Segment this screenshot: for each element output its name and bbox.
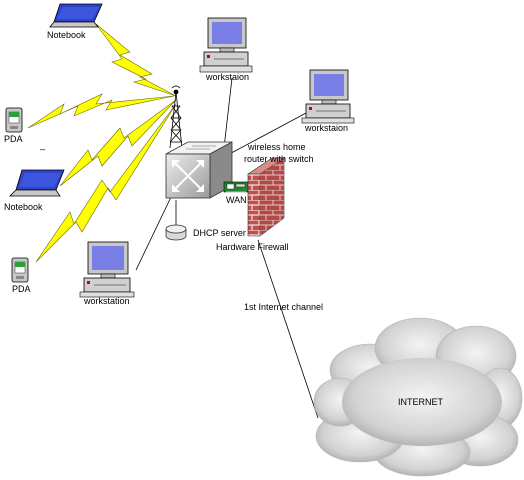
line-firewall-internet: [257, 239, 319, 419]
label-internet: INTERNET: [398, 397, 444, 407]
label-workstation-right: workstaion: [304, 123, 348, 133]
notebook-icon: [49, 3, 103, 28]
notebook-icon: [9, 169, 65, 197]
hardware-firewall-icon: [247, 157, 285, 237]
label-router-line2: router with switch: [244, 154, 314, 164]
workstation-icon: [301, 69, 355, 124]
wan-module-icon: [223, 181, 249, 193]
label-notebook-top: Notebook: [47, 30, 86, 40]
line-workstation-right-router: [221, 111, 309, 159]
router-switch-icon: [165, 141, 233, 199]
antenna-tower-icon: [169, 85, 183, 149]
label-dash: _: [39, 140, 46, 150]
lightning-bolt-pda-bottom: [35, 103, 177, 263]
label-router-line1: wireless home: [247, 142, 306, 152]
internet-cloud-icon: [313, 317, 523, 477]
label-pda-top: PDA: [4, 134, 23, 144]
lightning-bolt-pda-top: [27, 93, 175, 129]
lightning-bolt-notebook-top: [95, 23, 177, 97]
label-dhcp-server: DHCP server: [193, 228, 246, 238]
label-wan: WAN: [226, 195, 247, 205]
dhcp-server-icon: [165, 224, 187, 241]
label-hardware-firewall: Hardware Firewall: [216, 242, 289, 252]
label-workstation-top: workstaion: [205, 72, 249, 82]
lightning-bolt-notebook-mid: [59, 99, 177, 187]
pda-icon: [11, 257, 29, 283]
pda-icon: [5, 107, 23, 133]
line-workstation-bottom-router: [135, 194, 173, 271]
label-notebook-mid: Notebook: [4, 202, 43, 212]
workstation-icon: [79, 241, 135, 298]
wireless-links: [27, 23, 177, 263]
connection-lines: [135, 77, 319, 419]
label-internet-channel: 1st Internet channel: [244, 302, 323, 312]
label-pda-bottom: PDA: [12, 284, 31, 294]
line-workstation-top-router: [223, 77, 233, 149]
workstation-icon: [199, 17, 253, 73]
label-workstation-bottom: workstation: [83, 296, 130, 306]
